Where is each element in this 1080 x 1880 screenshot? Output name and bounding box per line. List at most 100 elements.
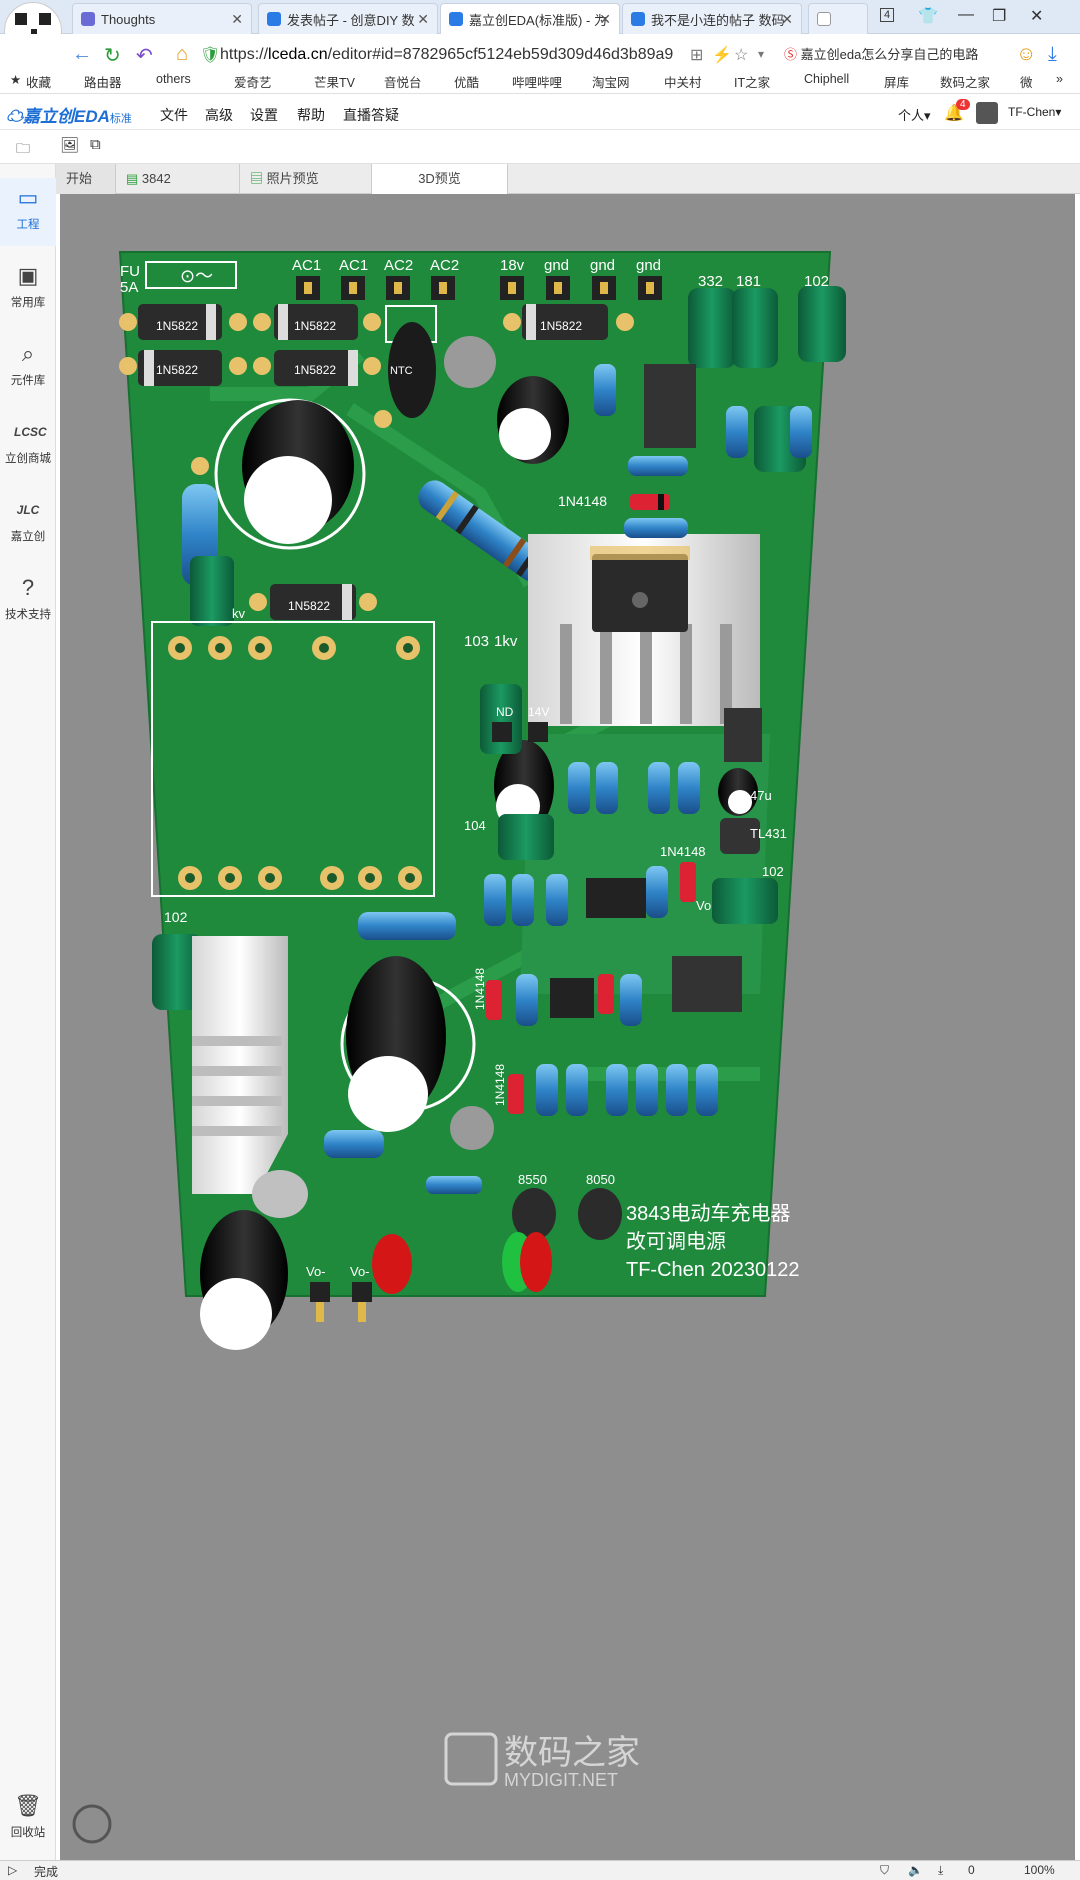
bookmark-item[interactable]: Chiphell — [804, 72, 850, 86]
download-icon[interactable]: ⤓ — [938, 1863, 944, 1877]
silk-102: 102 — [804, 273, 829, 290]
ntc-thermistor — [388, 322, 436, 418]
minimize-icon[interactable]: — — [958, 6, 974, 23]
tab-count-badge[interactable]: 4 — [880, 8, 895, 22]
browser-tab-active[interactable]: 嘉立创EDA(标准版) - 为✕ — [440, 3, 620, 34]
bookmark-item[interactable]: 音悦台 — [384, 76, 422, 90]
bookmark-item[interactable]: 屏库 — [884, 76, 910, 90]
tab-label: 嘉立创EDA(标准版) - 为 — [469, 12, 607, 28]
browser-tab[interactable]: 我不是小连的帖子 数码✕ — [622, 3, 802, 34]
menu-live-qa[interactable]: 直播答疑 — [343, 107, 399, 123]
menu-file[interactable]: 文件 — [160, 107, 188, 123]
layers-icon[interactable]: ⧉ — [90, 136, 101, 153]
download-icon[interactable]: ⤓ — [1048, 43, 1057, 65]
3d-viewport[interactable]: FU 5A ⊙～ AC1 AC1 AC2 AC2 18v gnd gnd gnd… — [60, 194, 1075, 1864]
lightning-icon[interactable]: ⚡ — [712, 47, 732, 64]
silk-332: 332 — [698, 273, 723, 290]
new-tab-button[interactable] — [808, 3, 868, 34]
undo-icon[interactable]: ↶ — [136, 45, 153, 67]
sidebar-label: 回收站 — [10, 1827, 46, 1839]
inductor-core — [252, 1170, 308, 1218]
sidebar-item-support[interactable]: ?技术支持 — [0, 568, 56, 636]
bookmark-item[interactable]: 微 — [1020, 76, 1033, 90]
close-icon[interactable]: ✕ — [417, 10, 429, 27]
image-icon[interactable]: 🖼 — [60, 137, 80, 154]
bookmark-item[interactable]: 数码之家 — [940, 76, 991, 90]
star-icon[interactable]: ☆ — [734, 47, 749, 64]
app-logo[interactable]: ☁嘉立创EDA标准 — [6, 102, 132, 127]
tab-3842[interactable]: ▤ 3842 — [116, 164, 240, 194]
silk-1n5822: 1N5822 — [288, 599, 330, 613]
close-icon[interactable]: ✕ — [781, 10, 793, 27]
silk-104: 104 — [464, 818, 486, 833]
sidebar-item-project[interactable]: ▭工程 — [0, 178, 56, 246]
bookmark-item[interactable]: IT之家 — [734, 76, 771, 90]
film-capacitor — [498, 814, 554, 860]
menu-advanced[interactable]: 高级 — [205, 107, 233, 123]
sidebar-item-trash[interactable]: 🗑回收站 — [0, 1786, 56, 1854]
more-bookmarks-icon[interactable]: » — [1056, 72, 1063, 86]
bookmark-item[interactable]: 爱奇艺 — [234, 76, 272, 90]
resistor-pad — [374, 410, 392, 428]
silk-kv: kv — [232, 606, 246, 621]
menu-settings[interactable]: 设置 — [250, 107, 278, 123]
maximize-icon[interactable]: ❐ — [992, 8, 1007, 25]
shield-icon[interactable]: ⛉ — [880, 1863, 890, 1877]
menu-help[interactable]: 帮助 — [297, 107, 325, 123]
tab-3d-preview[interactable]: 3D预览 — [372, 164, 508, 194]
bookmark-item[interactable]: 淘宝网 — [592, 76, 630, 90]
output-pin-lead — [316, 1302, 324, 1322]
bookmark-item[interactable]: 中关村 — [664, 76, 702, 90]
tab-label: 3D预览 — [418, 171, 461, 186]
folder-icon[interactable]: 🗀 — [16, 140, 30, 156]
bookmark-item[interactable]: 芒果TV — [314, 76, 355, 90]
search-input[interactable]: Ⓢ 嘉立创eda怎么分享自己的电路 — [784, 41, 996, 69]
sidebar-item-component-lib[interactable]: ⌕元件库 — [0, 334, 56, 402]
bookmark-bar: ★ 收藏 路由器 others 爱奇艺 芒果TV 音悦台 优酷 哔哩哔哩 淘宝网… — [0, 66, 1080, 94]
silk-47u: 47u — [750, 788, 772, 803]
url-input[interactable]: https://lceda.cn/editor#id=8782965cf5124… — [220, 41, 690, 69]
refresh-icon[interactable]: ↻ — [104, 45, 121, 67]
bookmark-item[interactable]: 路由器 — [84, 76, 122, 90]
transistor-8550 — [512, 1188, 556, 1240]
fuse-symbol-icon: ⊙～ — [180, 266, 213, 286]
speaker-icon[interactable]: 🔈 — [908, 1863, 923, 1877]
play-icon[interactable]: ▷ — [8, 1863, 18, 1877]
browser-tab[interactable]: Thoughts✕ — [72, 3, 252, 34]
tab-start[interactable]: 开始 — [56, 164, 116, 194]
user-name: TF-Chen — [1008, 105, 1056, 119]
bookmark-item[interactable]: 收藏 — [26, 76, 52, 90]
personal-menu[interactable]: 个人▾ — [898, 108, 931, 123]
silk-ac2: AC2 — [430, 257, 459, 274]
extension-icon[interactable]: ☺ — [1016, 43, 1037, 65]
grid-icon[interactable]: ⊞ — [690, 47, 704, 64]
bookmark-item[interactable]: 优酷 — [454, 76, 480, 90]
silk-vo-minus: Vo- — [306, 1264, 326, 1279]
close-icon[interactable]: ✕ — [231, 10, 243, 27]
tab-photo-preview[interactable]: ▤ 照片预览 — [240, 164, 372, 194]
silk-vo: Vo — [696, 898, 711, 913]
status-text: 完成 — [34, 1865, 59, 1879]
user-avatar[interactable] — [976, 102, 998, 124]
pcb-3d-render[interactable]: FU 5A ⊙～ AC1 AC1 AC2 AC2 18v gnd gnd gnd… — [60, 194, 1075, 1864]
tab-favicon-icon — [267, 12, 281, 26]
browser-tab[interactable]: 发表帖子 - 创意DIY 数✕ — [258, 3, 438, 34]
back-icon[interactable]: ← — [72, 43, 92, 65]
header-connector — [606, 878, 626, 918]
search-text: 嘉立创eda怎么分享自己的电路 — [800, 47, 979, 62]
bookmark-item[interactable]: others — [156, 72, 191, 86]
close-icon[interactable]: ✕ — [599, 10, 611, 27]
skin-icon[interactable]: 👕 — [918, 8, 938, 25]
home-icon[interactable]: ⌂ — [176, 43, 189, 65]
close-window-icon[interactable]: ✕ — [1030, 8, 1044, 25]
sidebar-item-common-lib[interactable]: ▣常用库 — [0, 256, 56, 324]
zoom-level[interactable]: 100% — [1024, 1863, 1055, 1877]
user-menu[interactable]: TF-Chen▾ — [1008, 105, 1062, 119]
output-capacitor-top — [348, 1056, 428, 1132]
bookmark-item[interactable]: 哔哩哔哩 — [512, 76, 563, 90]
dropdown-icon[interactable]: ▾ — [758, 47, 765, 61]
reset-view-icon[interactable] — [72, 1804, 112, 1844]
header-connector — [586, 878, 606, 918]
